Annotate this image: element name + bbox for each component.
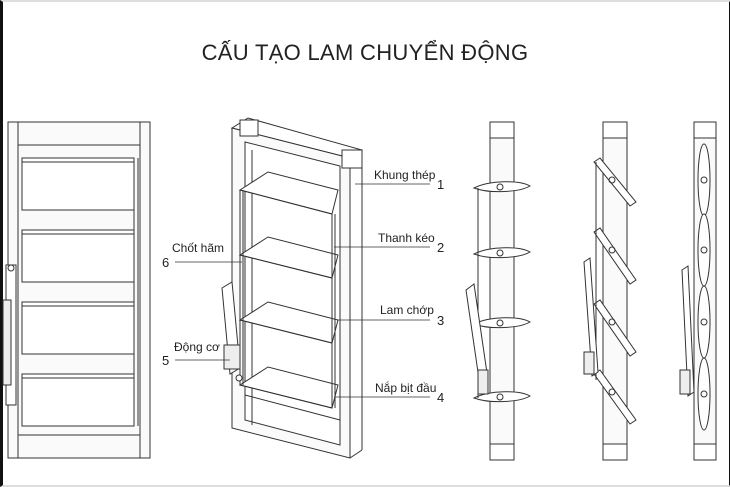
- perspective-motor: [221, 281, 243, 382]
- callout-label-lock-pin: Chốt hãm: [172, 241, 225, 255]
- callout-label-end-cap: Nắp bịt đầu: [375, 381, 437, 395]
- side-blade: [472, 247, 531, 259]
- perspective-blade: [238, 366, 339, 409]
- perspective-view: [221, 117, 364, 459]
- diagram-title: CẤU TẠO LAM CHUYỂN ĐỘNG: [201, 40, 529, 65]
- front-blade: [21, 373, 135, 427]
- side-view-open: [465, 121, 531, 461]
- callout-number-6: 6: [162, 255, 170, 270]
- front-motor: [2, 264, 17, 406]
- front-blade: [21, 229, 135, 283]
- callout-label-motor: Động cơ: [174, 340, 220, 354]
- side-blade: [472, 181, 531, 193]
- side-view-half: [583, 121, 637, 461]
- perspective-blade: [238, 171, 339, 215]
- side-blade: [593, 227, 637, 285]
- callout-number-3: 3: [437, 313, 445, 328]
- side-blade: [593, 299, 637, 357]
- side-blade: [593, 157, 637, 207]
- callout-number-5: 5: [162, 353, 170, 368]
- callout-number-2: 2: [437, 240, 445, 255]
- perspective-blade: [238, 236, 339, 279]
- callout-number-4: 4: [437, 390, 445, 405]
- front-blade: [21, 301, 135, 355]
- callout-number-1: 1: [437, 177, 445, 192]
- front-blade: [21, 157, 135, 211]
- callout-lines: [175, 183, 430, 398]
- side-blade: [472, 317, 531, 329]
- callout-label-steel-frame: Khung thép: [374, 168, 436, 182]
- side-blade: [697, 285, 711, 359]
- side-blade: [697, 213, 711, 287]
- side-blade: [697, 143, 711, 217]
- callout-label-pull-bar: Thanh kéo: [378, 231, 435, 245]
- front-view: [2, 121, 151, 459]
- side-view-closed: [679, 121, 717, 461]
- callout-label-louver-blade: Lam chớp: [380, 303, 434, 317]
- side-blade: [697, 357, 711, 431]
